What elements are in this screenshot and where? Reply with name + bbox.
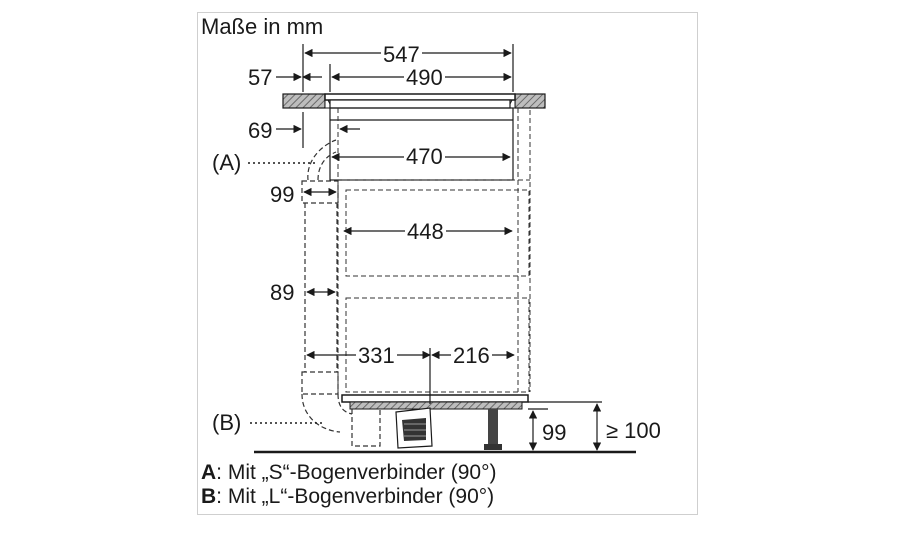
dim-min-100-label: ≥ 100 xyxy=(604,418,663,443)
legend-item-b: B: Mit „L“-Bogenverbinder (90°) xyxy=(201,486,494,507)
cabinet-outline xyxy=(337,108,531,393)
dim-216-label: 216 xyxy=(451,343,492,368)
marker-a: (A) xyxy=(210,150,244,175)
dim-89-label: 89 xyxy=(268,280,297,305)
air-duct xyxy=(301,139,381,447)
plinth-foot xyxy=(484,409,502,450)
legend-item-a: A: Mit „S“-Bogenverbinder (90°) xyxy=(201,462,497,483)
legend-text: : Mit „L“-Bogenverbinder (90°) xyxy=(216,485,495,508)
legend-key: B xyxy=(201,485,217,508)
dim-331-label: 331 xyxy=(356,343,397,368)
cooktop xyxy=(324,93,516,181)
dim-547-label: 547 xyxy=(381,42,422,67)
leader-lines xyxy=(248,162,325,424)
fan-unit xyxy=(395,407,433,449)
legend-key: A xyxy=(201,461,217,484)
dim-99-right-label: 99 xyxy=(540,420,569,445)
legend-text: : Mit „S“-Bogenverbinder (90°) xyxy=(216,461,497,484)
dim-69-label: 69 xyxy=(246,118,275,143)
dim-57-label: 57 xyxy=(246,65,275,90)
units-title: Maße in mm xyxy=(201,14,324,39)
dim-490-label: 490 xyxy=(404,65,445,90)
marker-b: (B) xyxy=(210,410,244,435)
dim-99-left-label: 99 xyxy=(268,182,297,207)
dim-448-label: 448 xyxy=(405,219,446,244)
base-plate xyxy=(341,394,529,410)
dim-470-label: 470 xyxy=(404,144,445,169)
diagram-frame xyxy=(197,12,698,515)
